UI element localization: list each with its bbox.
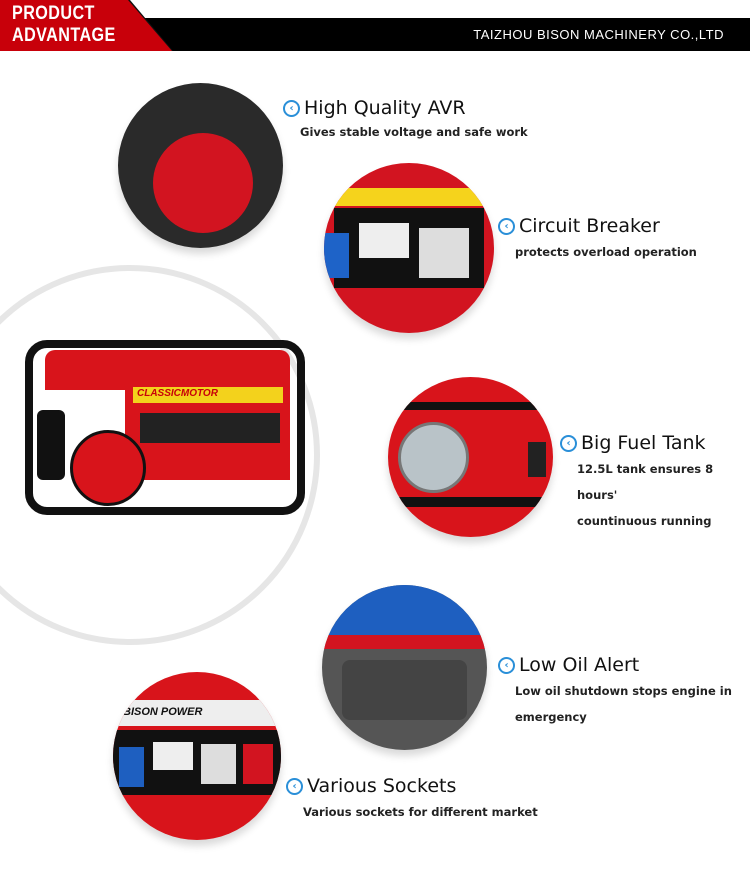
- feature-desc: Low oil shutdown stops engine in: [515, 684, 732, 698]
- brand-label: CLASSICMOTOR: [137, 388, 218, 399]
- arrow-left-circle-icon: ‹: [283, 99, 300, 117]
- arrow-left-circle-icon: ‹: [498, 217, 515, 235]
- feature-desc: Various sockets for different market: [303, 805, 538, 819]
- feature-title: Circuit Breaker: [519, 215, 660, 237]
- generator-image: CLASSICMOTOR: [15, 335, 310, 530]
- feature-high-quality-avr: ‹High Quality AVR Gives stable voltage a…: [283, 97, 528, 145]
- badge-line1: PRODUCT: [12, 3, 95, 24]
- panel-brand-label: BISON POWER: [123, 706, 203, 718]
- company-name: TAIZHOU BISON MACHINERY CO.,LTD: [473, 27, 724, 42]
- feature-title: Low Oil Alert: [519, 654, 640, 676]
- feature-title: Big Fuel Tank: [581, 432, 706, 454]
- feature-title: Various Sockets: [307, 775, 457, 797]
- feature-desc: Gives stable voltage and safe work: [300, 125, 528, 139]
- feature-desc: emergency: [515, 710, 587, 724]
- sockets-photo: BISON POWER: [113, 672, 281, 840]
- feature-low-oil-alert: ‹Low Oil Alert Low oil shutdown stops en…: [498, 654, 732, 730]
- arrow-left-circle-icon: ‹: [498, 656, 515, 674]
- arrow-left-circle-icon: ‹: [560, 434, 577, 452]
- feature-various-sockets: ‹Various Sockets Various sockets for dif…: [286, 775, 538, 825]
- feature-desc: countinuous running: [577, 514, 712, 528]
- feature-desc: 12.5L tank ensures 8 hours': [577, 462, 714, 502]
- header-bar: [120, 18, 750, 51]
- feature-desc: protects overload operation: [515, 245, 697, 259]
- decorative-arc: [0, 265, 320, 645]
- feature-big-fuel-tank: ‹Big Fuel Tank 12.5L tank ensures 8 hour…: [560, 432, 750, 534]
- circuit-breaker-photo: [324, 163, 494, 333]
- arrow-left-circle-icon: ‹: [286, 777, 303, 795]
- badge-line2: ADVANTAGE: [12, 25, 116, 46]
- low-oil-photo: [322, 585, 487, 750]
- fuel-tank-photo: [388, 377, 553, 537]
- feature-title: High Quality AVR: [304, 97, 466, 119]
- feature-circuit-breaker: ‹Circuit Breaker protects overload opera…: [498, 215, 697, 265]
- avr-photo: [118, 83, 283, 248]
